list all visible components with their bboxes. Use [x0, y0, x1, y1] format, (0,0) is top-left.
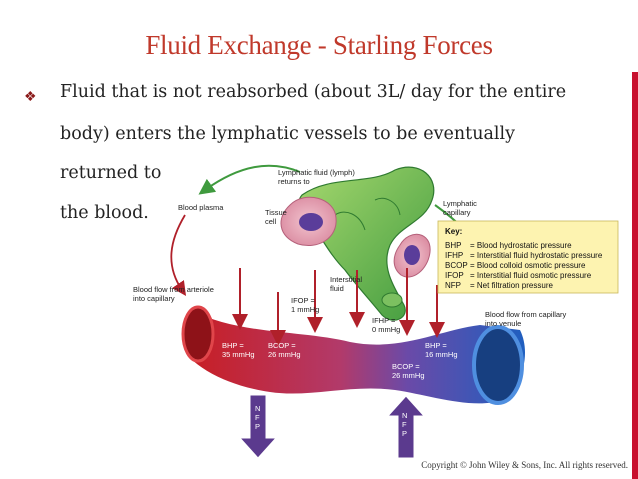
label-bcop-right-1: BCOP = — [392, 362, 420, 371]
nfp-inward-arrow: N F P — [388, 396, 424, 458]
label-flow-into-venule-2: into venule — [485, 319, 521, 328]
label-lymphatic: Lymphatic — [443, 199, 477, 208]
tissue-cell-left — [281, 197, 336, 245]
label-fluid: fluid — [330, 284, 344, 293]
label-bhp-left-1: BHP = — [222, 341, 244, 350]
label-ifop-2: 1 mmHg — [291, 305, 319, 314]
plasma-loop-arrow — [171, 215, 185, 290]
key-row-1-desc: = Blood hydrostatic pressure — [470, 241, 572, 250]
nfp-right-letter-f: F — [402, 420, 407, 429]
key-title: Key: — [445, 227, 462, 236]
label-ifhp-2: 0 mmHg — [372, 325, 400, 334]
label-bcop-left-2: 26 mmHg — [268, 350, 301, 359]
key-box: Key: BHP = Blood hydrostatic pressure IF… — [438, 221, 618, 293]
label-flow-into-venule-1: Blood flow from capillary — [485, 310, 567, 319]
label-returns-to: returns to — [278, 177, 310, 186]
label-bcop-left-1: BCOP = — [268, 341, 296, 350]
tissue-cell-right — [394, 234, 430, 277]
key-row-4-desc: = Interstitial fluid osmotic pressure — [470, 271, 592, 280]
label-cell: cell — [265, 217, 277, 226]
key-row-3-desc: = Blood colloid osmotic pressure — [470, 261, 586, 270]
label-capillary: capillary — [443, 208, 471, 217]
key-row-2-abbr: IFHP — [445, 251, 463, 260]
key-row-1-abbr: BHP — [445, 241, 461, 250]
key-row-3-abbr: BCOP — [445, 261, 468, 270]
nfp-right-letter-n: N — [402, 411, 407, 420]
label-flow-from-arteriole-2: into capillary — [133, 294, 175, 303]
label-lymph-fluid: Lymphatic fluid (lymph) — [278, 168, 355, 177]
label-interstitial: Interstitial — [330, 275, 362, 284]
nfp-left-letter-p: P — [255, 422, 260, 431]
label-bhp-left-2: 35 mmHg — [222, 350, 255, 359]
label-blood-plasma: Blood plasma — [178, 203, 224, 212]
key-row-4-abbr: IFOP — [445, 271, 464, 280]
nfp-right-letter-p: P — [402, 429, 407, 438]
nfp-outward-arrow: N F P — [240, 395, 276, 458]
nfp-left-letter-n: N — [255, 404, 260, 413]
label-bhp-right-2: 16 mmHg — [425, 350, 458, 359]
key-row-5-abbr: NFP — [445, 281, 461, 290]
copyright-notice: Copyright © John Wiley & Sons, Inc. All … — [421, 460, 628, 470]
label-ifhp-1: IFHP = — [372, 316, 396, 325]
label-tissue: Tissue — [265, 208, 287, 217]
key-row-5-desc: = Net filtration pressure — [470, 281, 553, 290]
label-bhp-right-1: BHP = — [425, 341, 447, 350]
label-ifop-1: IFOP = — [291, 296, 315, 305]
nfp-left-letter-f: F — [255, 413, 260, 422]
key-row-2-desc: = Interstitial fluid hydrostatic pressur… — [470, 251, 603, 260]
label-bcop-right-2: 26 mmHg — [392, 371, 425, 380]
label-flow-from-arteriole-1: Blood flow from arteriole — [133, 285, 214, 294]
